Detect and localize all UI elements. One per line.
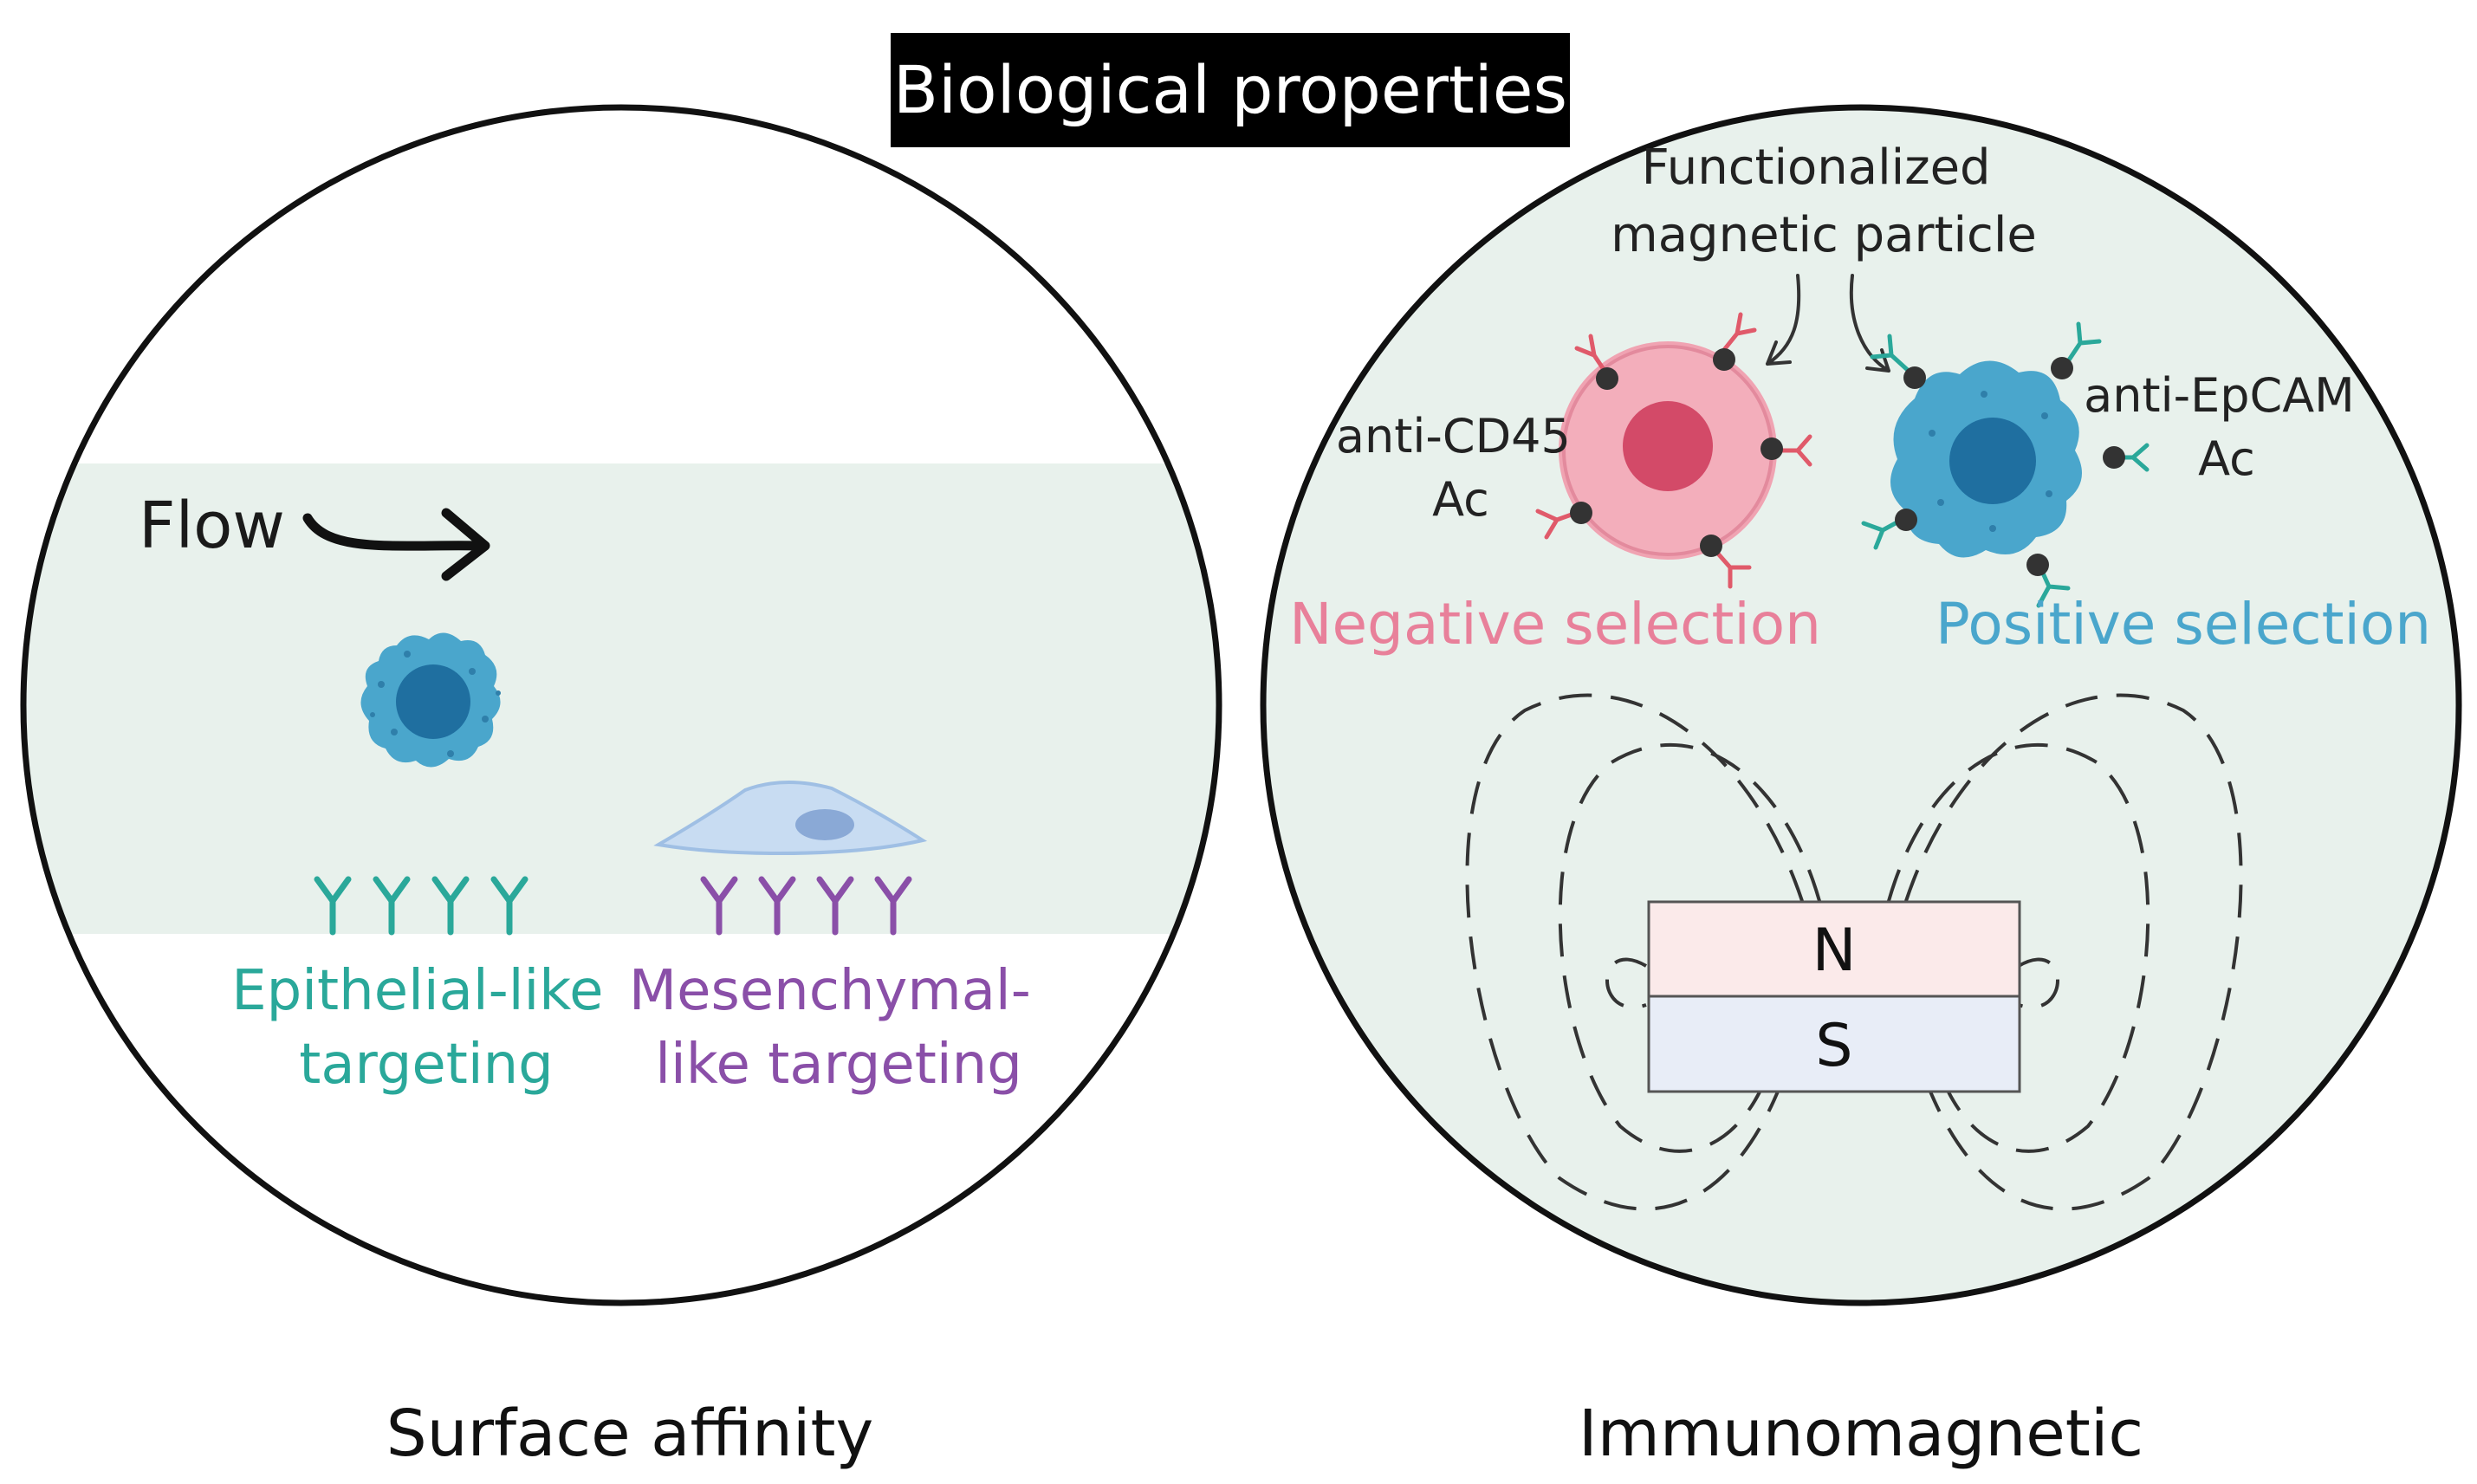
immunomagnetic-caption: Immunomagnetic [1579, 1397, 2143, 1471]
mesenchymal-receptors [700, 876, 912, 936]
immunomagnetic-panel: Functionalized magnetic particle anti-CD… [1260, 104, 2462, 1306]
magnetic-particles-negative [1570, 348, 1783, 557]
flow-channel [23, 463, 1219, 934]
negative-selection-label: Negative selection [1289, 591, 1821, 658]
flow-label: Flow [139, 489, 285, 563]
epithelial-cell [360, 632, 501, 768]
surface-affinity-panel: Flow [20, 104, 1222, 1306]
mesenchymal-label-line2: like targeting [655, 1033, 1022, 1097]
panel-border [20, 104, 1222, 1306]
epithelial-label: Epithelial-like targeting [231, 959, 621, 1097]
particle-label-line2: magnetic particle [1611, 207, 2037, 263]
cd45-label: anti-CD45 Ac [1336, 409, 1585, 527]
epcam-label-line1: anti-EpCAM [2084, 368, 2355, 423]
magnet-north-label: N [1812, 917, 1857, 985]
cd45-label-line1: anti-CD45 [1336, 409, 1571, 463]
flow-arrow-icon [302, 508, 490, 581]
epcam-label-line2: Ac [2198, 431, 2255, 486]
mesenchymal-label-line1: Mesenchymal- [629, 959, 1031, 1023]
magnet-south-label: S [1815, 1012, 1852, 1080]
surface-affinity-caption: Surface affinity [386, 1397, 874, 1471]
magnet-north [1647, 900, 2021, 998]
epcam-label: anti-EpCAM Ac [2084, 368, 2370, 486]
positive-selection-cell [1890, 360, 2082, 558]
pointer-arrows [1766, 274, 1890, 373]
cd45-label-line2: Ac [1432, 472, 1489, 527]
particle-label-line1: Functionalized [1642, 139, 1991, 196]
mesenchymal-label: Mesenchymal- like targeting [629, 959, 1048, 1097]
page-title: Biological properties [893, 51, 1567, 128]
particle-label: Functionalized magnetic particle [1611, 139, 2037, 263]
mesenchymal-cell [653, 780, 928, 856]
epithelial-label-line2: targeting [299, 1033, 554, 1097]
magnet-south [1647, 995, 2021, 1093]
magnetic-particles-positive [1895, 357, 2125, 576]
bar-magnet: N S [1647, 900, 2021, 1093]
positive-selection-label: Positive selection [1936, 591, 2431, 658]
epithelial-label-line1: Epithelial-like [231, 959, 603, 1023]
title-banner: Biological properties [891, 33, 1570, 147]
magnetic-field-lines [1465, 693, 2243, 1211]
epithelial-receptors [314, 876, 528, 936]
negative-selection-cell [1559, 341, 1777, 560]
